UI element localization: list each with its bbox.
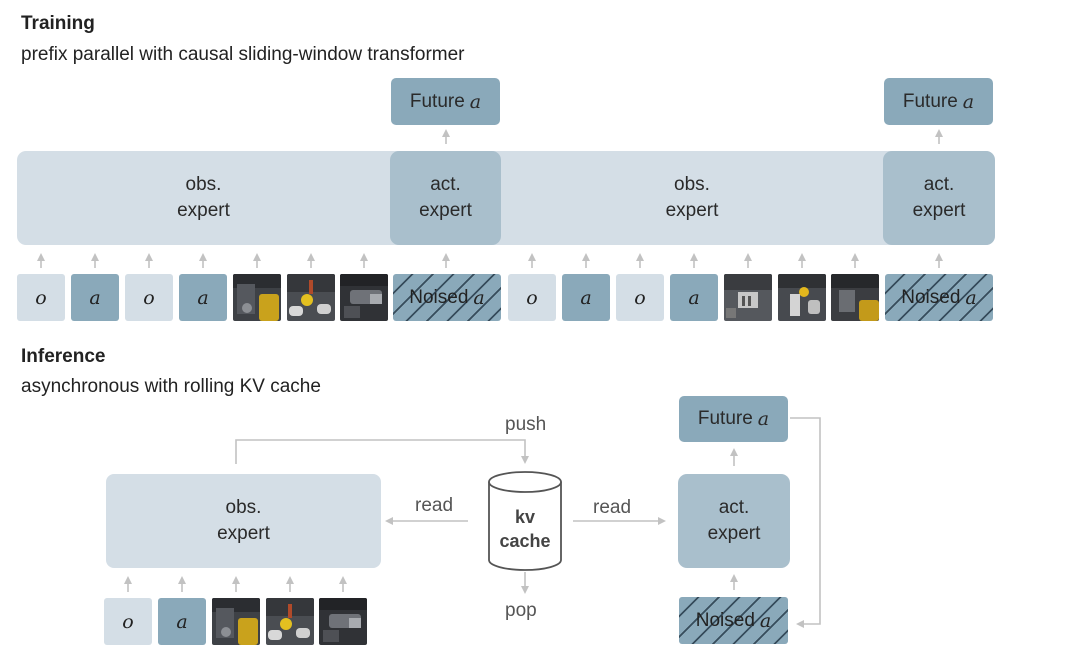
token-action: a <box>670 274 718 321</box>
push-label: push <box>505 414 547 435</box>
token-observation: o <box>616 274 664 321</box>
read-left-label: read <box>415 495 454 516</box>
future-label: Future <box>902 90 958 112</box>
act-expert-label-line2: expert <box>419 200 472 221</box>
training-act-expert-1: act. expert <box>390 151 501 245</box>
push-arrow <box>235 439 529 464</box>
token-observation: o <box>17 274 65 321</box>
inference-subtitle: asynchronous with rolling KV cache <box>21 376 321 397</box>
cache-label-line1: kv <box>514 507 536 527</box>
act-expert-label-line1: act. <box>718 497 750 518</box>
training-heading: Training <box>21 13 95 34</box>
token-observation: o <box>508 274 556 321</box>
token-action: a <box>71 274 119 321</box>
future-var: a <box>757 408 770 430</box>
noised-var: a <box>473 286 485 309</box>
obs-expert-label-line1: obs. <box>674 174 710 195</box>
obs-expert-label-line1: obs. <box>185 174 222 195</box>
obs-expert-label-line2: expert <box>665 200 719 221</box>
robot-camera-image <box>778 274 826 321</box>
robot-camera-image <box>212 598 260 645</box>
robot-camera-image <box>319 598 367 645</box>
future-var: a <box>469 90 482 113</box>
token-observation: o <box>125 274 173 321</box>
robot-camera-image <box>831 274 879 321</box>
feedback-arrow <box>790 417 821 628</box>
act-expert-label-line2: expert <box>912 200 966 221</box>
robot-camera-image <box>724 274 772 321</box>
obs-expert-label-line1: obs. <box>225 497 262 518</box>
training-obs-expert-2: obs. expert <box>501 151 883 245</box>
kv-cache-label: kv cache <box>489 505 561 553</box>
future-var: a <box>962 90 975 113</box>
robot-camera-image <box>287 274 335 321</box>
act-expert-label-line2: expert <box>707 523 761 544</box>
robot-camera-image <box>340 274 388 321</box>
token-action: a <box>179 274 227 321</box>
inference-obs-expert: obs. expert <box>106 474 381 568</box>
act-expert-label-line1: act. <box>430 174 461 195</box>
token-action: a <box>158 598 206 645</box>
noised-label: Noised <box>409 286 469 308</box>
act-expert-label-line1: act. <box>923 174 955 195</box>
training-transformer-band <box>17 151 995 245</box>
kv-cache-cylinder <box>488 471 562 571</box>
token-observation: o <box>104 598 152 645</box>
inference-act-expert: act. expert <box>678 474 790 568</box>
cache-label-line2: cache <box>499 531 551 551</box>
training-act-expert-2: act. expert <box>883 151 995 245</box>
training-obs-expert-1: obs. expert <box>17 151 390 245</box>
inference-heading: Inference <box>21 346 106 367</box>
pop-label: pop <box>505 600 537 621</box>
read-right-label: read <box>593 497 632 518</box>
noised-label: Noised <box>695 609 755 631</box>
noised-var: a <box>965 286 977 309</box>
token-action: a <box>562 274 610 321</box>
robot-camera-image <box>233 274 281 321</box>
future-label: Future <box>409 90 465 112</box>
future-label: Future <box>697 408 753 429</box>
obs-expert-label-line2: expert <box>177 200 230 221</box>
robot-camera-image <box>266 598 314 645</box>
noised-label: Noised <box>901 286 961 308</box>
obs-expert-label-line2: expert <box>217 523 270 544</box>
noised-var: a <box>759 609 772 632</box>
training-subtitle: prefix parallel with causal sliding-wind… <box>21 44 465 65</box>
